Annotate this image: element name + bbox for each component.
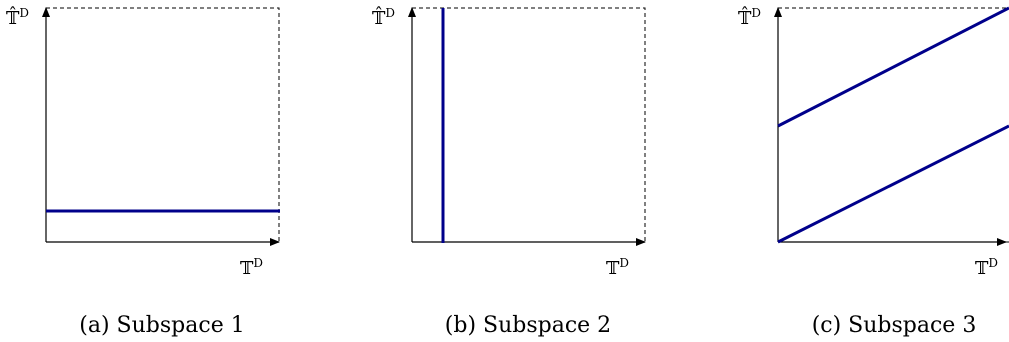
panel-b-dashed-frame: [411, 7, 646, 243]
panel-c-lower-diagonal-line: [777, 124, 1009, 244]
panel-c-x-axis-label: 𝕋D: [975, 256, 998, 279]
panel-a-dashed-frame: [45, 7, 280, 243]
panel-a-x-axis-label: 𝕋D: [240, 256, 263, 279]
panel-c-caption: (c) Subspace 3: [812, 313, 977, 338]
panel-a-caption: (a) Subspace 1: [79, 313, 244, 338]
panel-c-y-axis-label: 𝕋̂D: [738, 5, 761, 29]
panel-subspace-1: 𝕋̂D 𝕋D (a) Subspace 1: [6, 5, 280, 338]
panel-b-y-axis-label: 𝕋̂D: [372, 5, 395, 29]
panel-c-dashed-frame: [777, 7, 1009, 243]
panel-subspace-3: 𝕋̂D 𝕋D (c) Subspace 3: [738, 5, 1009, 338]
panel-subspace-2: 𝕋̂D 𝕋D (b) Subspace 2: [372, 5, 646, 338]
panel-a-y-axis-label: 𝕋̂D: [6, 5, 29, 29]
panel-c-upper-diagonal-line: [777, 6, 1009, 128]
panel-b-caption: (b) Subspace 2: [445, 313, 611, 338]
panel-b-x-axis-label: 𝕋D: [606, 256, 629, 279]
